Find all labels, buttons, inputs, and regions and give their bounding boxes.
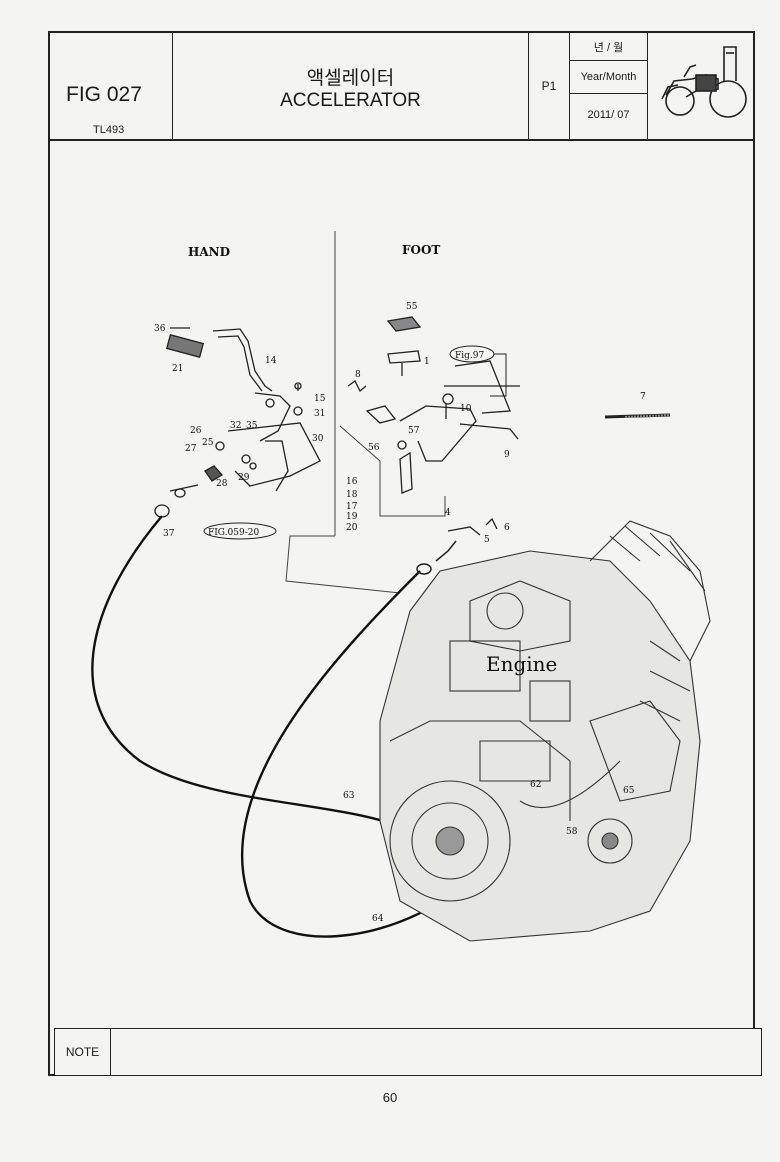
part-callout: 8 <box>355 370 361 380</box>
part-callout: 18 <box>346 490 358 500</box>
part-callout: 4 <box>445 508 451 518</box>
year-month-label: Year/Month <box>580 71 637 83</box>
section-divider <box>285 535 401 594</box>
part-callout: 15 <box>314 394 326 404</box>
part-callout: 1 <box>424 357 430 367</box>
part-callout: 26 <box>190 426 202 436</box>
part-callout: 9 <box>504 450 510 460</box>
part-callout: 57 <box>408 426 420 436</box>
year-month-value: 2011/ 07 <box>587 109 630 121</box>
part-callout: 36 <box>154 324 166 334</box>
part-callout: 19 <box>346 512 358 522</box>
section-hand: HAND <box>188 245 230 259</box>
part-callout: 63 <box>343 791 355 801</box>
part-callout: 5 <box>484 535 490 545</box>
roller-machine-icon <box>661 46 747 118</box>
year-month-cell: 년 / 월 Year/Month 2011/ 07 <box>570 31 648 139</box>
part-callout: 28 <box>216 479 228 489</box>
part-callout: 14 <box>265 356 277 366</box>
header: FIG 027 TL493 액셀레이터 ACCELERATOR P1 년 / 월… <box>48 31 755 141</box>
part-callout: 27 <box>185 444 197 454</box>
part-callout: 21 <box>172 364 183 374</box>
engine-label: Engine <box>486 652 557 676</box>
fig059-oval <box>203 522 277 540</box>
part-callout: 30 <box>312 434 324 444</box>
part-callout: 17 <box>346 502 358 512</box>
divider <box>570 93 647 94</box>
cable-end <box>435 540 457 562</box>
part-callout: 7 <box>640 392 646 402</box>
ref-fig97: Fig.97 <box>455 351 484 361</box>
part-callouts: 55 36 14 21 1 8 7 15 31 10 26 32 35 30 5… <box>154 302 646 924</box>
part-callout: 64 <box>372 914 384 924</box>
part-callout: 65 <box>623 786 635 796</box>
part-callout: 31 <box>314 409 325 419</box>
title-english: ACCELERATOR <box>280 90 421 111</box>
part-callout: 35 <box>246 421 258 431</box>
part-callout: 25 <box>202 438 214 448</box>
page-code: P1 <box>541 79 557 93</box>
note-label: NOTE <box>55 1029 111 1075</box>
part-callout: 55 <box>406 302 418 312</box>
part-callout: 56 <box>368 443 380 453</box>
accelerator-parts-diagram: HAND FOOT <box>91 231 711 942</box>
divider <box>570 60 647 61</box>
title-korean: 액셀레이터 <box>306 68 395 89</box>
part-callout: 58 <box>566 827 578 837</box>
section-foot: FOOT <box>402 243 440 257</box>
title-cell: 액셀레이터 ACCELERATOR <box>173 31 529 139</box>
part-callout: 32 <box>230 421 241 431</box>
logo-cell <box>648 31 753 139</box>
part-callout: 20 <box>346 523 358 533</box>
ref-fig059: FIG.059-20 <box>208 528 259 538</box>
foot-boundary <box>339 425 446 517</box>
fig-number: FIG 027 <box>66 83 142 106</box>
note-row: NOTE <box>54 1028 762 1076</box>
page-number: 60 <box>382 1090 398 1105</box>
part-callout: 37 <box>163 529 175 539</box>
part-callout: 10 <box>460 404 472 414</box>
cable-end <box>416 563 432 575</box>
engine-illustration <box>379 520 711 942</box>
part-callout: 62 <box>530 780 541 790</box>
leader-line <box>490 353 507 397</box>
page-code-cell: P1 <box>529 31 570 139</box>
fig-cell: FIG 027 TL493 <box>48 31 173 139</box>
foot-pedal-assembly <box>347 316 520 536</box>
bolt-part-7 <box>604 413 671 419</box>
model-code: TL493 <box>93 124 125 136</box>
part-callout: 29 <box>238 473 250 483</box>
part-callout: 6 <box>504 523 510 533</box>
part-callout: 16 <box>346 477 358 487</box>
year-month-korean: 년 / 월 <box>593 42 624 54</box>
